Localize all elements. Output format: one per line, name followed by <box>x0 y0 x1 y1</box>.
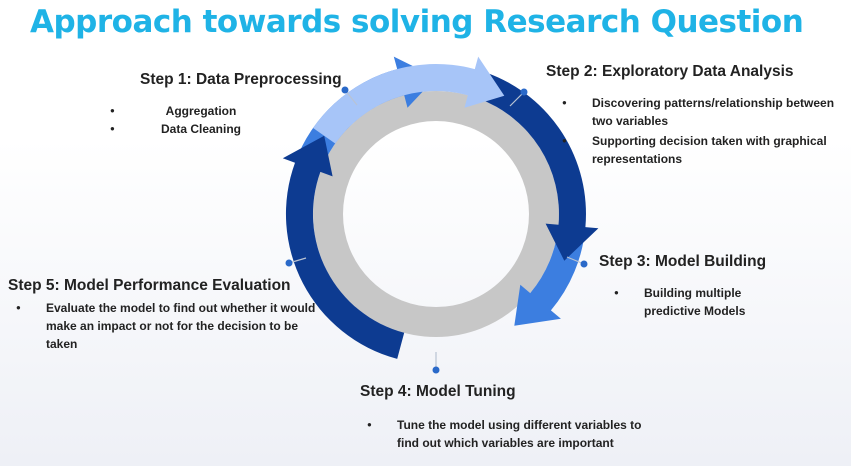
inner-ring <box>313 91 559 337</box>
step-3-bullet: Building multiple predictive Models <box>614 284 764 320</box>
step-5-bullet: Evaluate the model to find out whether i… <box>16 299 321 353</box>
step-4-bullet: Tune the model using different variables… <box>367 416 647 452</box>
step-2-title: Step 2: Exploratory Data Analysis <box>546 63 794 80</box>
step-1-bullet: Aggregation <box>110 102 256 120</box>
step-2-bullet: Supporting decision taken with graphical… <box>562 132 846 168</box>
connector-step-5 <box>285 257 307 267</box>
step-2-bullets: Discovering patterns/relationship betwee… <box>562 94 846 168</box>
arrow-step4-to-step5 <box>282 135 405 359</box>
step-5-title: Step 5: Model Performance Evaluation <box>8 277 291 294</box>
step-5-bullets: Evaluate the model to find out whether i… <box>16 299 321 353</box>
step-1-bullets: Aggregation Data Cleaning <box>110 102 256 138</box>
connector-step-2 <box>509 88 528 107</box>
step-2-bullet: Discovering patterns/relationship betwee… <box>562 94 846 130</box>
arrow-step2-to-step3 <box>478 73 599 261</box>
step-4-bullets: Tune the model using different variables… <box>367 416 647 452</box>
connector-step-4 <box>432 352 440 374</box>
step-3-title: Step 3: Model Building <box>599 253 767 270</box>
connector-step-1 <box>341 86 358 106</box>
step-1-bullet: Data Cleaning <box>110 120 256 138</box>
page-title: Approach towards solving Research Questi… <box>30 4 804 40</box>
connector-step-3 <box>566 256 588 268</box>
arrow-step1-to-step2 <box>313 56 505 144</box>
step-1-title: Step 1: Data Preprocessing <box>140 71 342 88</box>
step-3-bullets: Building multiple predictive Models <box>614 284 764 320</box>
step-4-title: Step 4: Model Tuning <box>360 383 516 400</box>
